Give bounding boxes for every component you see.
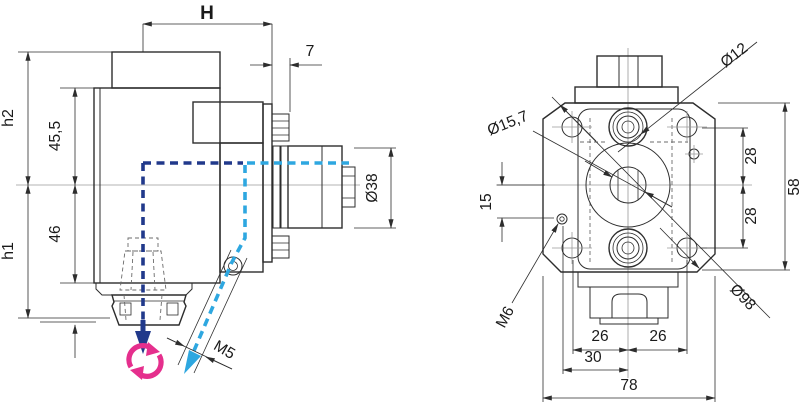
m6-hole	[556, 213, 568, 225]
spindle-axis-arrow	[135, 331, 151, 354]
dim-label-46: 46	[47, 225, 64, 242]
drive-coupling-bottom	[271, 235, 290, 259]
dim-label-15: 15	[478, 193, 495, 210]
rotation-direction-icon	[126, 342, 164, 380]
dim-label-d157: Ø15,7	[485, 108, 531, 140]
dim-label-m5: M5	[211, 337, 238, 362]
dim-label-58: 58	[786, 178, 803, 195]
coolant-path-line	[184, 161, 349, 374]
dim-label-7: 7	[306, 43, 315, 60]
dim-label-d38: Ø38	[364, 173, 381, 202]
m5-callout: M5	[166, 249, 248, 374]
dim-label-d98: Ø98	[726, 281, 759, 314]
radial-output-spindle	[272, 145, 356, 229]
dim-label-H: H	[200, 3, 214, 24]
drive-coupling-top	[271, 113, 290, 142]
dim-label-26a: 26	[591, 328, 608, 345]
mounting-holes	[552, 111, 707, 264]
side-view-dimensions: H 7 h2 h1 45,5 46 Ø38	[0, 3, 396, 374]
center-bore	[585, 142, 671, 228]
dim-label-28b: 28	[743, 207, 760, 224]
side-view: H 7 h2 h1 45,5 46 Ø38	[0, 3, 396, 380]
lower-output-bore	[608, 228, 648, 268]
dim-label-h2: h2	[0, 109, 17, 127]
dim-label-30: 30	[584, 349, 602, 366]
coolant-arrow	[184, 350, 201, 374]
front-view: Ø12 Ø15,7 Ø98 15 M6 28	[478, 40, 803, 402]
bottom-nose	[577, 271, 679, 325]
front-view-body-outline	[542, 55, 716, 325]
dim-label-45-5: 45,5	[47, 121, 64, 151]
spindle-axis-arrow-stem	[140, 320, 146, 332]
dim-label-d12: Ø12	[718, 40, 752, 71]
dim-label-26b: 26	[649, 328, 666, 345]
pin-hole	[685, 145, 703, 163]
top-tenon	[574, 55, 679, 104]
front-view-dimensions: Ø12 Ø15,7 Ø98 15 M6 28	[478, 40, 803, 402]
spindle-axis-line	[135, 161, 243, 354]
dim-label-m6: M6	[493, 304, 518, 331]
dim-label-h1: h1	[0, 242, 17, 260]
dim-label-28a: 28	[743, 147, 760, 164]
dim-label-78: 78	[620, 377, 637, 394]
side-view-body-outline	[93, 51, 356, 326]
spindle-nose	[95, 282, 193, 326]
